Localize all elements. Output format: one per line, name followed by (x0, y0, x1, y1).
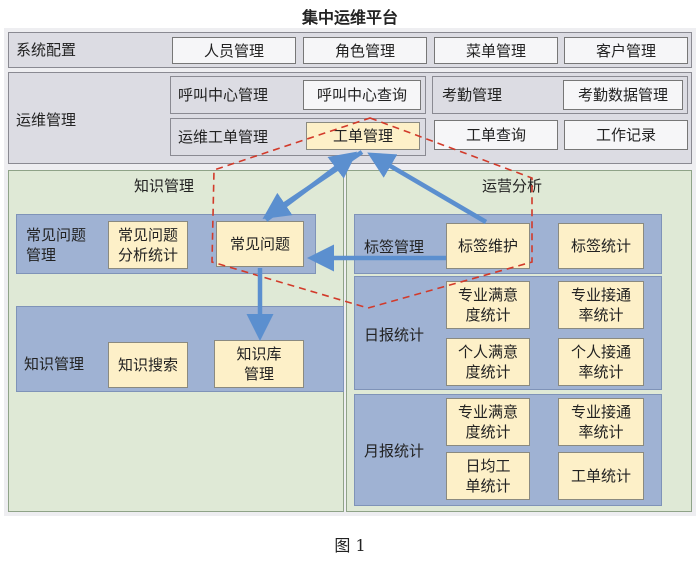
work-order-mgmt-label: 运维工单管理 (178, 128, 269, 146)
personnel-mgmt[interactable]: 人员管理 (172, 37, 296, 64)
tag-stats[interactable]: 标签统计 (558, 223, 644, 269)
monthly-daily-avg-orders[interactable]: 日均工单统计 (446, 452, 530, 500)
daily-personal-connect[interactable]: 个人接通率统计 (558, 338, 644, 386)
call-center-label: 呼叫中心管理 (178, 86, 269, 104)
page-title: 集中运维平台 (301, 8, 398, 27)
monthly-pro-satisfaction[interactable]: 专业满意度统计 (446, 398, 530, 446)
monthly-label: 月报统计 (364, 442, 425, 460)
tag-maint[interactable]: 标签维护 (446, 223, 530, 269)
faq-group-label: 常见问题管理 (26, 226, 87, 264)
kb-group-label: 知识管理 (24, 355, 85, 373)
ops-mgmt-label: 运维管理 (16, 111, 77, 129)
daily-pro-satisfaction[interactable]: 专业满意度统计 (446, 281, 530, 329)
faq[interactable]: 常见问题 (216, 221, 304, 267)
tag-group-label: 标签管理 (364, 238, 425, 256)
daily-personal-satisfaction[interactable]: 个人满意度统计 (446, 338, 530, 386)
daily-pro-connect[interactable]: 专业接通率统计 (558, 281, 644, 329)
attendance-data-mgmt[interactable]: 考勤数据管理 (563, 80, 683, 110)
system-config-label: 系统配置 (16, 41, 77, 59)
menu-mgmt[interactable]: 菜单管理 (434, 37, 558, 64)
knowledge-label: 知识管理 (134, 177, 195, 195)
figure-caption: 图 1 (334, 536, 366, 555)
faq-analysis-stats[interactable]: 常见问题分析统计 (108, 221, 188, 269)
attendance-label: 考勤管理 (442, 86, 503, 104)
daily-label: 日报统计 (364, 326, 425, 344)
kb-mgmt[interactable]: 知识库管理 (214, 340, 304, 388)
call-center-query[interactable]: 呼叫中心查询 (303, 80, 421, 110)
monthly-pro-connect[interactable]: 专业接通率统计 (558, 398, 644, 446)
customer-mgmt[interactable]: 客户管理 (564, 37, 688, 64)
work-order-query[interactable]: 工单查询 (434, 120, 558, 150)
work-order-mgmt[interactable]: 工单管理 (306, 122, 420, 150)
monthly-order-stats[interactable]: 工单统计 (558, 452, 644, 500)
role-mgmt[interactable]: 角色管理 (303, 37, 427, 64)
knowledge-search[interactable]: 知识搜索 (108, 342, 188, 388)
work-record[interactable]: 工作记录 (564, 120, 688, 150)
analytics-label: 运营分析 (482, 177, 543, 195)
